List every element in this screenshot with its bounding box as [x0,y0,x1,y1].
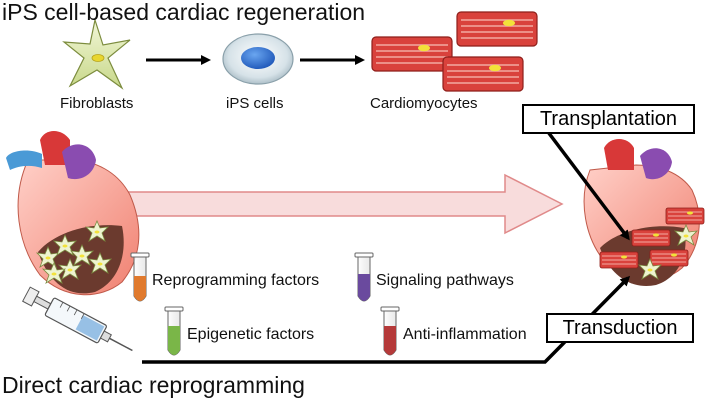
epigenetic-factors-label: Epigenetic factors [187,326,315,343]
cardiomyocytes-icon [371,11,538,92]
repaired-heart-icon [583,139,705,286]
arrow-transplantation [543,126,630,241]
tube-reprogramming-icon [130,252,150,302]
arrow-transduction [142,275,631,364]
transduction-box: Transduction [546,313,694,343]
signaling-pathways-label: Signaling pathways [376,272,514,289]
reprogramming-factors-label: Reprogramming factors [152,272,320,289]
direction-arrow-shape [124,173,564,235]
bottom-title: Direct cardiac reprogramming [2,372,305,398]
damaged-heart-icon [6,131,140,296]
fibroblast-cell-icon [62,17,131,90]
fibroblasts-label: Fibroblasts [60,95,134,112]
transplantation-box: Transplantation [522,104,695,134]
tube-epigenetic-icon [164,306,184,356]
top-title: iPS cell-based cardiac regeneration [2,0,366,25]
cardiomyocytes-label: Cardiomyocytes [370,95,478,112]
anti-inflammation-label: Anti-inflammation [403,326,527,343]
ips-cell-icon [222,33,294,85]
tube-anti-inflammation-icon [380,306,400,356]
ips-cells-label: iPS cells [226,95,284,112]
tube-signaling-icon [354,252,374,302]
syringe-icon [22,286,133,352]
